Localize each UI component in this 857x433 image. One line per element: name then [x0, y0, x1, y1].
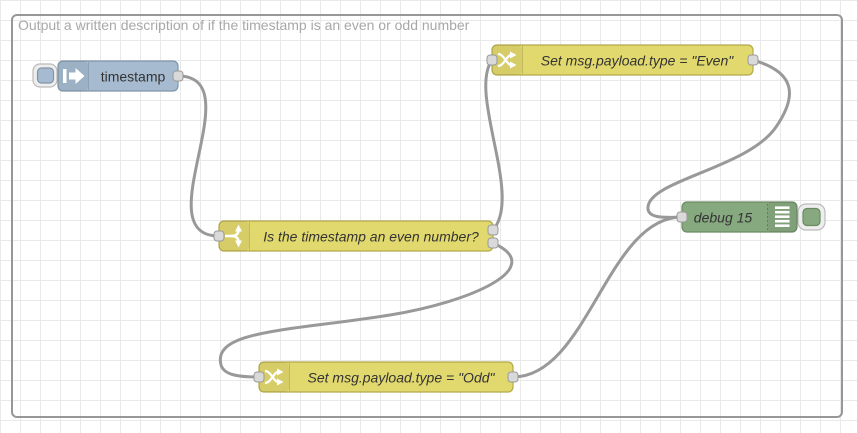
wire-change-even-to-debug[interactable] — [646, 58, 791, 219]
inject-button[interactable] — [32, 63, 58, 88]
switch-input-port[interactable] — [213, 230, 225, 242]
node-debug-15: debug 15 — [676, 201, 826, 233]
wire-switch-to-change-even[interactable] — [484, 58, 504, 232]
change-odd-output-port[interactable] — [507, 371, 519, 383]
change-even-input-port[interactable] — [486, 54, 498, 66]
switch-fork-icon — [225, 224, 242, 248]
inject-node-label: timestamp — [101, 69, 166, 85]
change-odd-input-port[interactable] — [253, 371, 265, 383]
group-label: Output a written description of if the t… — [18, 17, 470, 33]
inject-output-port[interactable] — [172, 70, 184, 82]
change-odd-node-label: Set msg.payload.type = "Odd" — [308, 370, 496, 386]
wire-change-odd-to-debug[interactable] — [511, 215, 684, 379]
node-change-even: Set msg.payload.type = "Even" — [486, 44, 759, 76]
node-inject-timestamp: timestamp — [32, 60, 184, 92]
flow-group[interactable]: Output a written description of if the t… — [11, 14, 843, 418]
inject-arrow-icon — [63, 68, 85, 84]
group-border[interactable] — [11, 14, 843, 418]
change-even-icon-shade — [492, 45, 522, 75]
wire-inject-to-switch[interactable] — [176, 74, 221, 238]
debug-input-port[interactable] — [676, 211, 688, 223]
node-change-odd: Set msg.payload.type = "Odd" — [253, 361, 519, 393]
debug-node-label: debug 15 — [694, 210, 753, 226]
wires-layer — [176, 58, 791, 379]
switch-output-port-2[interactable] — [487, 237, 499, 249]
debug-list-icon — [775, 206, 790, 227]
change-even-node-label: Set msg.payload.type = "Even" — [541, 53, 734, 69]
change-odd-icon-shade — [259, 362, 289, 392]
wire-switch-to-change-odd[interactable] — [218, 241, 514, 379]
node-switch-even-check: Is the timestamp an even number? — [213, 220, 499, 252]
change-even-output-port[interactable] — [747, 54, 759, 66]
debug-toggle-button[interactable] — [797, 203, 826, 231]
switch-node-label: Is the timestamp an even number? — [263, 229, 479, 245]
switch-output-port-1[interactable] — [487, 224, 499, 236]
